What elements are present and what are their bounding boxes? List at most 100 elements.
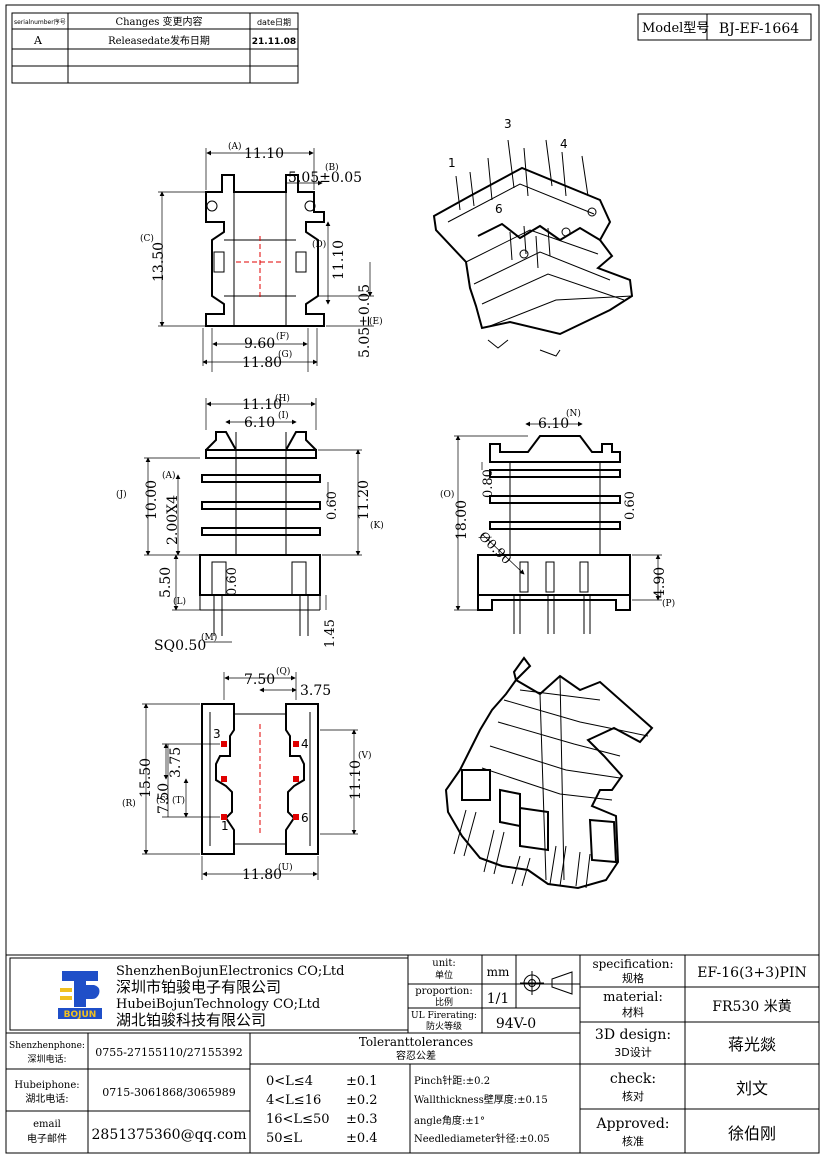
v2-dim-k: 11.20 <box>356 480 372 520</box>
company-cn-1: 深圳市铂骏电子有限公司 <box>116 978 281 996</box>
ul-value: 94V-0 <box>496 1016 536 1032</box>
rev-header-changes: Changes 变更内容 <box>115 15 202 28</box>
rev-row-changes: Releasedate发布日期 <box>108 34 210 47</box>
v4-dim-v: 11.10 <box>348 760 364 800</box>
tolerance-title-en: Toleranttolerances <box>359 1035 473 1049</box>
v1-dim-b-tag: (B) <box>325 162 339 173</box>
v4-dim-s-tag: (S) <box>156 795 169 806</box>
v1-dim-e: 5.05±0.05 <box>357 284 373 358</box>
v3-dim-060: 0.60 <box>623 491 638 520</box>
proportion-label-en: proportion: <box>415 986 472 997</box>
title-block: BOJUN ShenzhenBojunElectronics CO;Ltd 深圳… <box>5 954 820 1154</box>
sz-phone-value: 0755-27155110/27155392 <box>95 1046 242 1059</box>
sz-phone-label-en: Shenzhenphone: <box>9 1041 85 1051</box>
bottom-pin-marker <box>293 814 299 820</box>
v1-dim-e-tag: (E) <box>369 316 383 327</box>
bottom-pin-6: 6 <box>301 811 309 825</box>
v2-dim-145: 1.45 <box>323 619 338 648</box>
view-bottom: 3 4 1 6 7.50 (Q) 3.75 15.50 (R) 3.75 7.5… <box>122 666 372 883</box>
v1-dim-b: 5.05±0.05 <box>288 170 362 186</box>
view-iso-top: 1 3 4 6 <box>432 117 634 357</box>
bottom-pin-1: 1 <box>221 819 229 833</box>
v4-dim-u: 11.80 <box>242 867 282 883</box>
tolerance-title-cn: 容忍公差 <box>396 1049 436 1062</box>
revision-table: serialnumber序号 Changes 变更内容 date日期 A Rel… <box>11 12 299 84</box>
note: angle角度:±1° <box>414 1114 485 1127</box>
v4-dim-r-tag: (R) <box>122 798 136 809</box>
v2-dim-i: 6.10 <box>244 415 275 431</box>
tolerance-range: 50≤L <box>266 1131 302 1146</box>
iso-pin-1: 1 <box>448 156 456 170</box>
v2-dim-l-tag: (L) <box>173 596 186 607</box>
tolerance-value: ±0.3 <box>346 1112 378 1127</box>
v4-dim-t-tag: (T) <box>172 795 185 806</box>
bottom-pin-4: 4 <box>301 737 309 751</box>
hb-phone-value: 0715-3061868/3065989 <box>102 1086 235 1099</box>
bottom-pin-marker <box>221 776 227 782</box>
v1-dim-g-tag: (G) <box>278 349 292 360</box>
v1-dim-c-tag: (C) <box>140 233 154 244</box>
email-label-cn: 电子邮件 <box>27 1132 67 1145</box>
material-value: FR530 米黄 <box>712 998 791 1015</box>
iso-pin-6: 6 <box>495 202 503 216</box>
view-iso-bottom <box>444 656 654 890</box>
bottom-pin-marker <box>221 741 227 747</box>
v4-dim-375b: 3.75 <box>168 747 184 778</box>
design-value: 蒋光燚 <box>728 1035 776 1054</box>
v2-dim-m: SQ0.50 <box>154 638 206 654</box>
check-value: 刘文 <box>736 1079 768 1098</box>
spec-label-en: specification: <box>592 957 673 971</box>
tolerance-range: 4<L≤16 <box>266 1093 321 1108</box>
v1-dim-f-tag: (F) <box>276 331 289 342</box>
bojun-logo: BOJUN <box>58 971 102 1020</box>
unit-label-cn: 单位 <box>435 969 453 981</box>
view-side: 6.10 (N) 18.00 (O) 0.80 0.60 Ø0.90 4.90 … <box>440 408 675 634</box>
company-cn-2: 湖北铂骏科技有限公司 <box>116 1011 266 1029</box>
check-label-cn: 核对 <box>622 1089 644 1103</box>
v3-dim-o-tag: (O) <box>440 489 454 500</box>
note: Pinch针距:±0.2 <box>414 1074 490 1087</box>
hb-phone-label-en: Hubeiphone: <box>14 1080 79 1091</box>
email-label-en: email <box>33 1119 61 1130</box>
approved-label-en: Approved: <box>595 1116 669 1132</box>
projection-symbol <box>520 971 573 995</box>
approved-value: 徐伯刚 <box>728 1124 776 1143</box>
v1-dim-f: 9.60 <box>244 336 275 352</box>
spec-label-cn: 规格 <box>622 971 644 985</box>
bottom-pin-marker <box>221 814 227 820</box>
v1-dim-d-tag: (D) <box>312 239 326 250</box>
approved-label-cn: 核准 <box>622 1134 644 1148</box>
note: Needlediameter针径:±0.05 <box>414 1132 550 1145</box>
proportion-value: 1/1 <box>487 991 510 1007</box>
model-value: BJ-EF-1664 <box>719 21 799 37</box>
v3-dim-080: 0.80 <box>481 469 496 498</box>
v2-dim-060b: 0.60 <box>225 567 240 596</box>
rev-row-serial: A <box>33 34 43 47</box>
rev-header-date: date日期 <box>257 18 291 27</box>
bottom-pin-3: 3 <box>213 727 221 741</box>
v2-dim-a: 2.00X4 <box>165 495 181 545</box>
company-en-2: HubeiBojunTechnology CO;Ltd <box>116 997 320 1012</box>
bottom-pin-marker <box>293 741 299 747</box>
v4-dim-q: 7.50 <box>244 672 275 688</box>
v4-dim-375a: 3.75 <box>300 683 331 699</box>
v4-dim-u-tag: (U) <box>278 862 293 873</box>
company-en-1: ShenzhenBojunElectronics CO;Ltd <box>116 964 344 979</box>
v1-dim-a: 11.10 <box>244 146 284 162</box>
v3-dim-p-tag: (P) <box>662 598 675 609</box>
v2-dim-k-tag: (K) <box>370 520 384 531</box>
logo-text: BOJUN <box>64 1010 97 1020</box>
v4-dim-r: 15.50 <box>138 758 154 798</box>
v2-dim-l: 5.50 <box>158 567 174 598</box>
material-label-en: material: <box>603 990 663 1005</box>
v2-dim-j: 10.00 <box>144 480 160 520</box>
unit-value: mm <box>487 965 510 979</box>
v4-dim-s: 7.50 <box>156 783 172 814</box>
v3-dim-n-tag: (N) <box>566 408 581 419</box>
v2-dim-060a: 0.60 <box>325 491 340 520</box>
iso-pin-3: 3 <box>504 117 512 131</box>
tolerance-range: 16<L≤50 <box>266 1112 330 1127</box>
proportion-label-cn: 比例 <box>435 996 453 1008</box>
view-front: 11.10 (H) 6.10 (I) 10.00 (J) 2.00X4 (A) … <box>116 393 384 654</box>
